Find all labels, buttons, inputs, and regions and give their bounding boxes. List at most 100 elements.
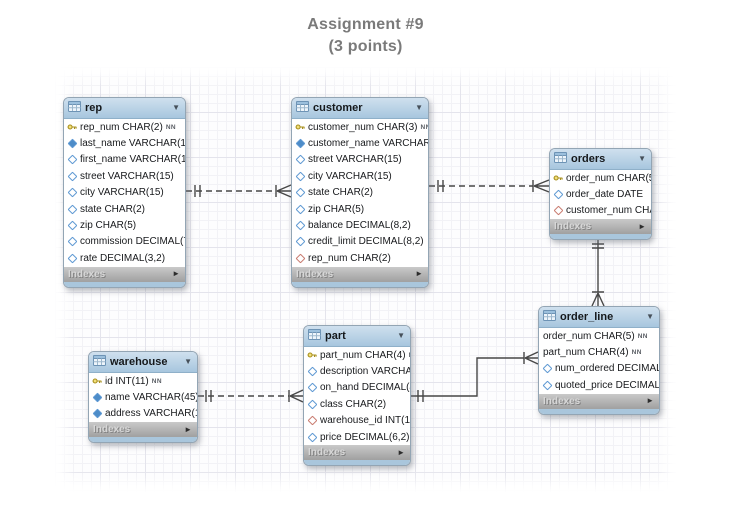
column-state[interactable]: state CHAR(2) [64, 201, 185, 217]
column-last_name[interactable]: last_name VARCHAR(15)NN [64, 135, 185, 151]
table-header[interactable]: rep▼ [64, 98, 185, 119]
collapse-arrow-icon[interactable]: ▼ [646, 312, 654, 321]
indexes-bar[interactable]: Indexes► [89, 422, 197, 438]
indexes-label: Indexes [554, 221, 592, 233]
table-orders[interactable]: orders▼order_num CHAR(5)NNorder_date DAT… [549, 148, 652, 241]
column-class[interactable]: class CHAR(2) [304, 396, 410, 412]
nullable-diamond-icon [67, 204, 77, 215]
column-rate[interactable]: rate DECIMAL(3,2) [64, 250, 185, 266]
column-order_num[interactable]: order_num CHAR(5)NN [550, 170, 651, 186]
column-rep_num[interactable]: rep_num CHAR(2)NN [64, 119, 185, 135]
column-commission[interactable]: commission DECIMAL(7,2) [64, 234, 185, 250]
column-text: customer_name VARCHAR(35) [308, 138, 428, 150]
primary-key-icon [295, 124, 305, 130]
notnull-diamond-icon [92, 409, 102, 419]
column-city[interactable]: city VARCHAR(15) [292, 168, 428, 184]
nullable-diamond-icon [67, 171, 77, 182]
not-null-flag: NN [631, 349, 642, 357]
column-balance[interactable]: balance DECIMAL(8,2) [292, 217, 428, 233]
column-text: price DECIMAL(6,2) [320, 431, 410, 443]
column-part_num[interactable]: part_num CHAR(4)NN [539, 344, 659, 360]
column-name[interactable]: name VARCHAR(45)NN [89, 389, 197, 405]
nullable-diamond-icon [295, 187, 305, 198]
column-rep_num[interactable]: rep_num CHAR(2) [292, 250, 428, 266]
table-icon [554, 152, 567, 163]
table-header[interactable]: part▼ [304, 326, 410, 347]
diamond-glyph [295, 236, 305, 247]
primary-key-icon [553, 175, 563, 181]
column-text: credit_limit DECIMAL(8,2) [308, 236, 424, 248]
column-warehouse_id[interactable]: warehouse_id INT(11) [304, 413, 410, 429]
column-quoted_price[interactable]: quoted_price DECIMAL(6,2) [539, 377, 659, 393]
diamond-glyph [92, 392, 102, 403]
diamond-glyph [295, 187, 305, 198]
column-on_hand[interactable]: on_hand DECIMAL(4,0) [304, 380, 410, 396]
indexes-bar[interactable]: Indexes► [64, 266, 185, 282]
column-credit_limit[interactable]: credit_limit DECIMAL(8,2) [292, 234, 428, 250]
indexes-bar[interactable]: Indexes► [539, 393, 659, 409]
column-text: commission DECIMAL(7,2) [80, 236, 185, 248]
nullable-diamond-icon [67, 220, 77, 231]
column-city[interactable]: city VARCHAR(15) [64, 185, 185, 201]
expand-arrow-icon[interactable]: ► [646, 396, 654, 406]
table-icon [68, 101, 81, 112]
column-price[interactable]: price DECIMAL(6,2) [304, 429, 410, 445]
column-order_num[interactable]: order_num CHAR(5)NN [539, 328, 659, 344]
foreign-key-diamond-icon [295, 253, 305, 264]
column-zip[interactable]: zip CHAR(5) [64, 217, 185, 233]
column-part_num[interactable]: part_num CHAR(4)NN [304, 347, 410, 363]
collapse-arrow-icon[interactable]: ▼ [397, 331, 405, 340]
column-id[interactable]: id INT(11)NN [89, 373, 197, 389]
column-customer_num[interactable]: customer_num CHAR(3)NN [292, 119, 428, 135]
table-header[interactable]: order_line▼ [539, 307, 659, 328]
column-list: part_num CHAR(4)NNdescription VARCHAR(15… [304, 347, 410, 446]
table-part[interactable]: part▼part_num CHAR(4)NNdescription VARCH… [303, 325, 411, 467]
table-icon-wrap [296, 99, 309, 117]
column-text: on_hand DECIMAL(4,0) [320, 382, 410, 394]
collapse-arrow-icon[interactable]: ▼ [172, 103, 180, 112]
expand-arrow-icon[interactable]: ► [172, 269, 180, 279]
column-customer_name[interactable]: customer_name VARCHAR(35)NN [292, 135, 428, 151]
column-list: order_num CHAR(5)NNorder_date DATEcustom… [550, 170, 651, 220]
diamond-glyph [542, 364, 552, 374]
indexes-bar[interactable]: Indexes ► [550, 219, 651, 235]
column-text: num_ordered DECIMAL(3,0) [555, 363, 659, 375]
table-customer[interactable]: customer▼customer_num CHAR(3)NNcustomer_… [291, 97, 429, 288]
diamond-glyph [67, 187, 77, 198]
table-bottom-strip [292, 281, 428, 287]
table-bottom-strip [64, 281, 185, 287]
column-text: balance DECIMAL(8,2) [308, 220, 411, 232]
indexes-bar[interactable]: Indexes► [292, 266, 428, 282]
table-header[interactable]: customer▼ [292, 98, 428, 119]
column-num_ordered[interactable]: num_ordered DECIMAL(3,0) [539, 361, 659, 377]
table-header[interactable]: orders▼ [550, 149, 651, 170]
diamond-glyph [67, 236, 77, 247]
column-state[interactable]: state CHAR(2) [292, 185, 428, 201]
column-order_date[interactable]: order_date DATE [550, 186, 651, 202]
collapse-arrow-icon[interactable]: ▼ [638, 154, 646, 163]
column-address[interactable]: address VARCHAR(100)NN [89, 406, 197, 422]
column-street[interactable]: street VARCHAR(15) [292, 152, 428, 168]
not-null-flag: NN [151, 377, 162, 385]
column-zip[interactable]: zip CHAR(5) [292, 201, 428, 217]
column-list: customer_num CHAR(3)NNcustomer_name VARC… [292, 119, 428, 267]
column-first_name[interactable]: first_name VARCHAR(15) [64, 152, 185, 168]
table-header[interactable]: warehouse▼ [89, 352, 197, 373]
column-street[interactable]: street VARCHAR(15) [64, 168, 185, 184]
nullable-diamond-icon [307, 432, 317, 443]
column-customer_num[interactable]: customer_num CHAR(3) [550, 203, 651, 219]
nullable-diamond-icon [67, 253, 77, 264]
expand-arrow-icon[interactable]: ► [638, 221, 646, 231]
collapse-arrow-icon[interactable]: ▼ [184, 357, 192, 366]
indexes-bar[interactable]: Indexes► [304, 445, 410, 461]
column-description[interactable]: description VARCHAR(15) [304, 363, 410, 379]
collapse-arrow-icon[interactable]: ▼ [415, 103, 423, 112]
table-bottom-strip [550, 234, 651, 240]
expand-arrow-icon[interactable]: ► [184, 424, 192, 434]
expand-arrow-icon[interactable]: ► [415, 269, 423, 279]
expand-arrow-icon[interactable]: ► [397, 447, 405, 457]
